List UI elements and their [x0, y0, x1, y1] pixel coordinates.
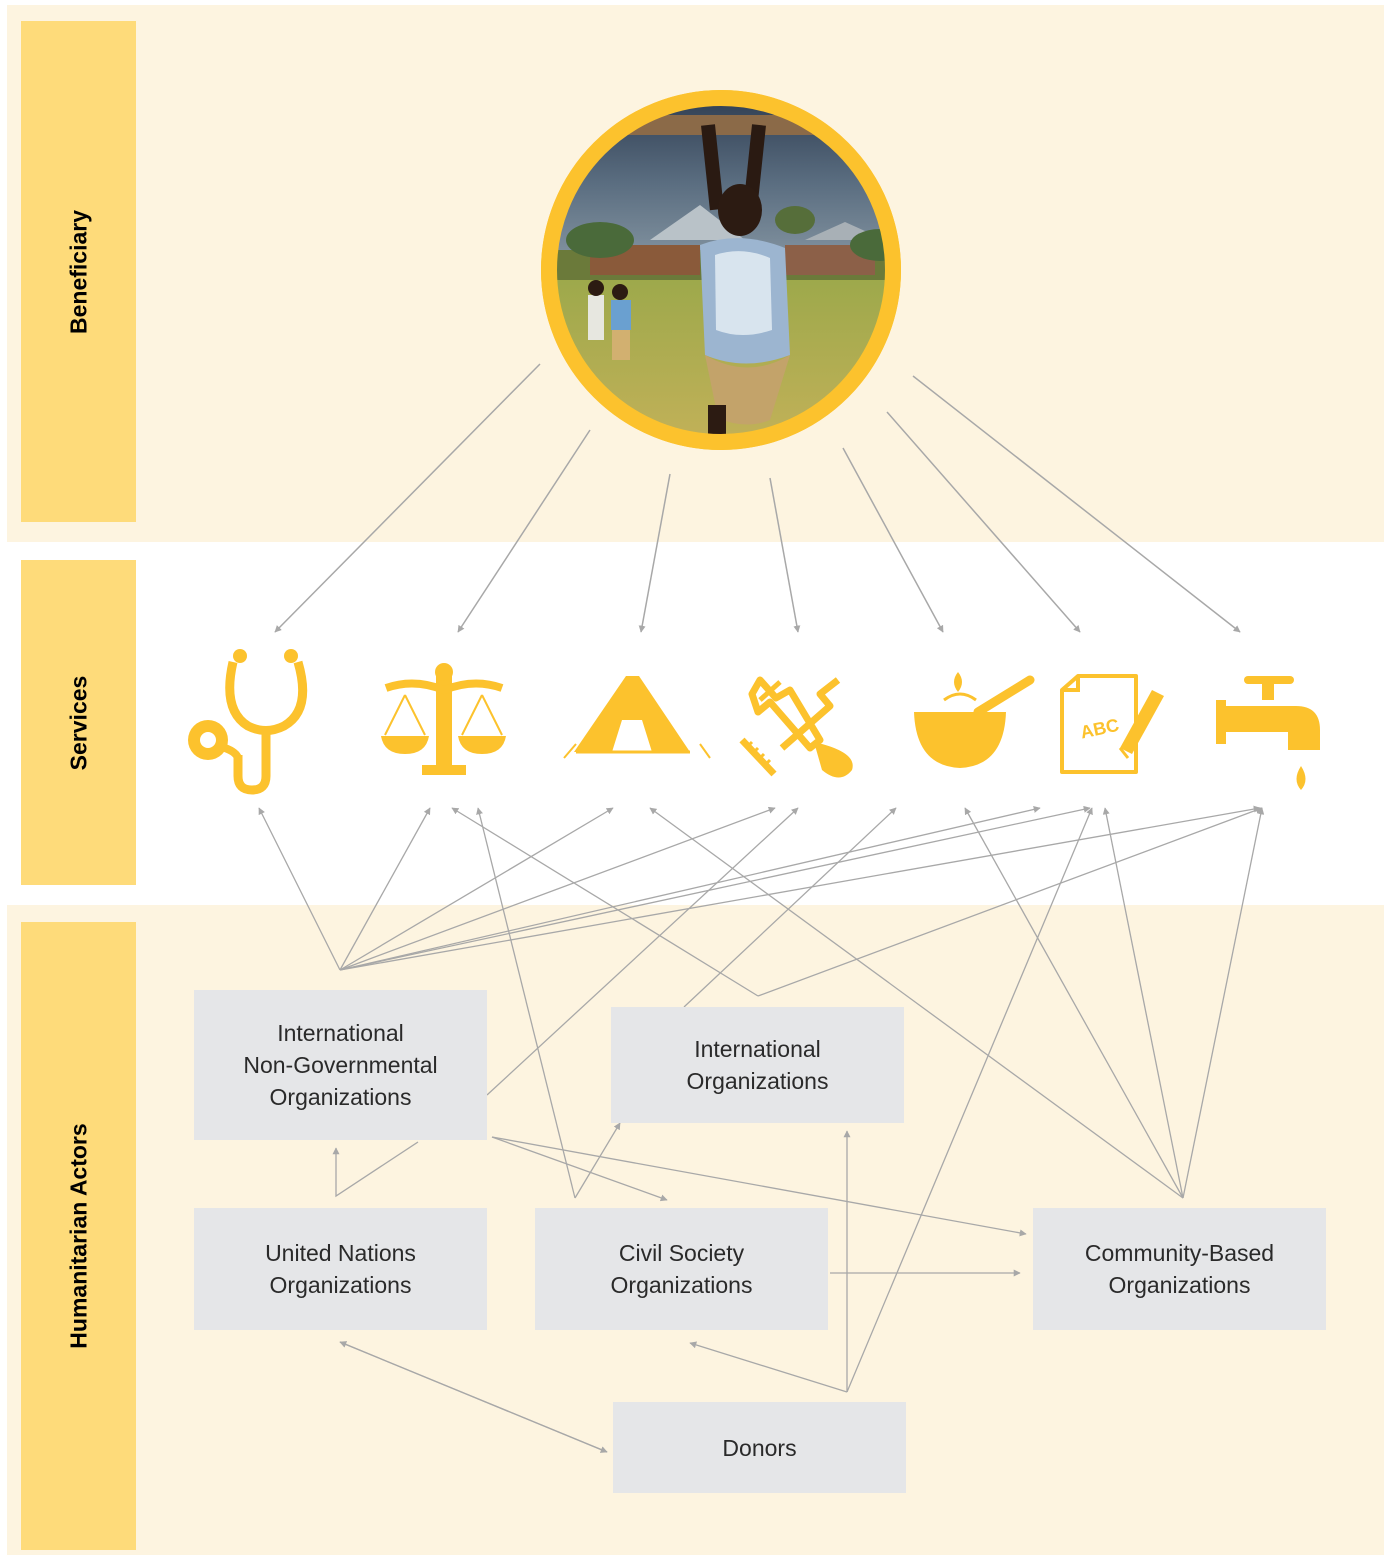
- actor-service-arrows: [258, 805, 1265, 1199]
- arrow-to-water: [912, 375, 1241, 633]
- actor-box-cbo[interactable]: Community-Based Organizations: [1033, 1208, 1326, 1330]
- actor-box-io[interactable]: International Organizations: [611, 1007, 904, 1123]
- services-section-label: Services: [21, 560, 136, 885]
- actors-section-label: Humanitarian Actors: [21, 922, 136, 1550]
- actor-label-un: United Nations Organizations: [265, 1240, 416, 1298]
- actor-label-io: International Organizations: [686, 1036, 829, 1094]
- tent-icon: [563, 676, 711, 759]
- scales-icon: [381, 663, 506, 775]
- abc-pencil-icon: ABC: [1060, 674, 1164, 774]
- beneficiary-photo: [541, 90, 901, 450]
- stethoscope-icon: [188, 649, 308, 795]
- arrow-to-shelter: [638, 473, 671, 633]
- arrow-to-protection: [457, 429, 591, 633]
- actor-label-cbo: Community-Based Organizations: [1084, 1240, 1275, 1298]
- arrow-to-livelihoods: [769, 477, 801, 633]
- actor-box-un[interactable]: United Nations Organizations: [194, 1208, 487, 1330]
- beneficiary-arrows: [274, 363, 1241, 633]
- arrow-to-health: [274, 363, 541, 633]
- actor-label-donors: Donors: [722, 1434, 797, 1461]
- arrow-to-nutrition: [842, 447, 944, 633]
- shovel-rake-icon: [739, 676, 853, 778]
- beneficiary-section-label: Beneficiary: [21, 21, 136, 522]
- arrow-to-education: [886, 411, 1081, 633]
- actor-box-ingo[interactable]: International Non-Governmental Organizat…: [194, 990, 487, 1140]
- actor-box-donors[interactable]: Donors: [613, 1402, 906, 1493]
- actor-label-ingo: International Non-Governmental Organizat…: [243, 1020, 438, 1110]
- education-icon-text: ABC: [1079, 715, 1121, 743]
- actor-actor-arrows: [332, 807, 1093, 1453]
- water-tap-icon: [1216, 676, 1320, 790]
- actor-box-cso[interactable]: Civil Society Organizations: [535, 1208, 828, 1330]
- food-bowl-icon: [914, 672, 1035, 768]
- actor-label-cso: Civil Society Organizations: [610, 1240, 753, 1298]
